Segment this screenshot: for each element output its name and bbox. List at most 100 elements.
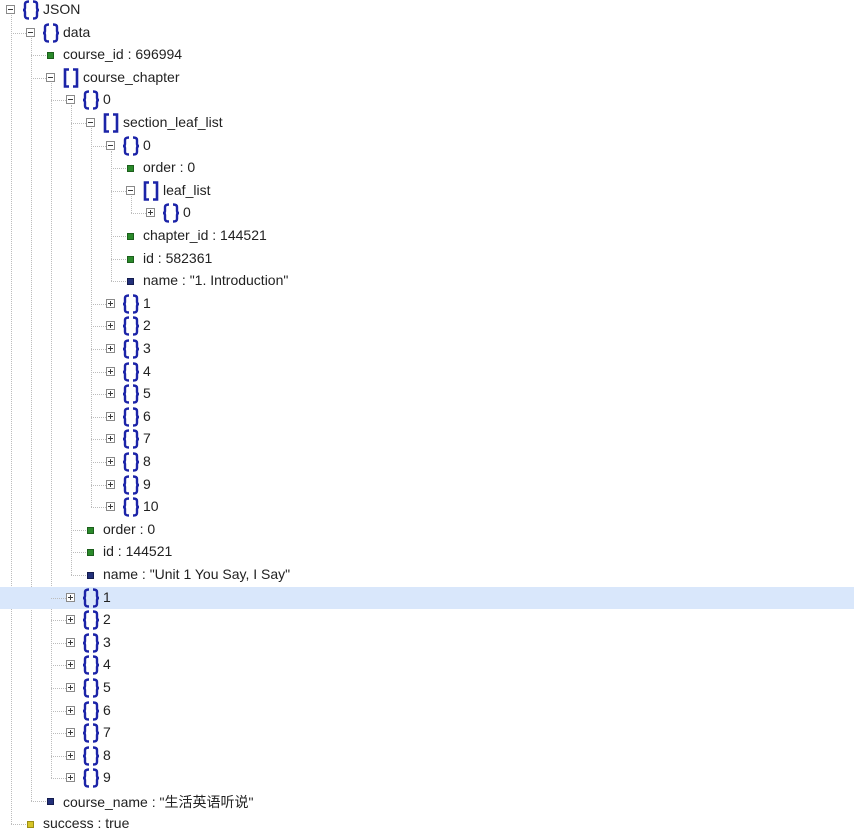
collapse-toggle-icon[interactable] bbox=[46, 72, 55, 82]
tree-node-label[interactable]: 2 bbox=[103, 611, 111, 628]
tree-node-label[interactable]: id : 144521 bbox=[103, 543, 173, 560]
tree-node[interactable]: 6 bbox=[0, 406, 854, 428]
expand-toggle-icon[interactable] bbox=[66, 592, 75, 602]
tree-node-label[interactable]: success : true bbox=[43, 814, 130, 831]
tree-node-label[interactable]: 7 bbox=[143, 430, 151, 447]
tree-node-label[interactable]: 1 bbox=[143, 294, 151, 311]
expand-toggle-icon[interactable] bbox=[146, 208, 155, 218]
tree-node[interactable]: course_chapter bbox=[0, 67, 854, 89]
tree-node-label[interactable]: 0 bbox=[103, 91, 111, 108]
tree-node[interactable]: 9 bbox=[0, 767, 854, 789]
tree-property[interactable]: success : true bbox=[0, 813, 854, 835]
expand-toggle-icon[interactable] bbox=[66, 773, 75, 783]
tree-node[interactable]: 8 bbox=[0, 451, 854, 473]
tree-node[interactable]: 4 bbox=[0, 654, 854, 676]
collapse-toggle-icon[interactable] bbox=[66, 95, 75, 105]
tree-node[interactable]: 1 bbox=[0, 586, 854, 609]
tree-property[interactable]: id : 582361 bbox=[0, 248, 854, 270]
tree-node[interactable]: data bbox=[0, 22, 854, 44]
expand-toggle-icon[interactable] bbox=[106, 389, 115, 399]
tree-property[interactable]: name : "Unit 1 You Say, I Say" bbox=[0, 564, 854, 586]
tree-node-label[interactable]: 0 bbox=[143, 136, 151, 153]
collapse-toggle-icon[interactable] bbox=[6, 5, 15, 14]
tree-node-label[interactable]: JSON bbox=[43, 1, 81, 17]
expand-toggle-icon[interactable] bbox=[66, 705, 75, 715]
tree-node-label[interactable]: 10 bbox=[143, 498, 159, 515]
tree-node[interactable]: 8 bbox=[0, 745, 854, 767]
tree-node-label[interactable]: 9 bbox=[103, 769, 111, 786]
tree-node[interactable]: 0 bbox=[0, 202, 854, 224]
tree-property[interactable]: order : 0 bbox=[0, 157, 854, 179]
tree-property[interactable]: order : 0 bbox=[0, 519, 854, 541]
tree-node-label[interactable]: course_chapter bbox=[83, 68, 180, 85]
expand-toggle-icon[interactable] bbox=[66, 683, 75, 692]
tree-node[interactable]: 1 bbox=[0, 293, 854, 315]
tree-node[interactable]: leaf_list bbox=[0, 180, 854, 202]
tree-node-label[interactable]: 0 bbox=[183, 204, 191, 221]
expand-toggle-icon[interactable] bbox=[106, 411, 115, 421]
expand-toggle-icon[interactable] bbox=[66, 637, 75, 647]
tree-node[interactable]: 0 bbox=[0, 135, 854, 157]
tree-node[interactable]: 9 bbox=[0, 474, 854, 496]
tree-node-label[interactable]: 6 bbox=[103, 701, 111, 718]
tree-node-label[interactable]: course_id : 696994 bbox=[63, 46, 183, 63]
tree-node[interactable]: JSON bbox=[0, 0, 854, 21]
tree-node[interactable]: 7 bbox=[0, 428, 854, 450]
tree-node-label[interactable]: 5 bbox=[103, 679, 111, 695]
tree-node[interactable]: 5 bbox=[0, 383, 854, 405]
tree-node-label[interactable]: 9 bbox=[143, 475, 151, 492]
tree-node[interactable]: 7 bbox=[0, 722, 854, 744]
tree-node[interactable]: 0 bbox=[0, 89, 854, 111]
tree-node[interactable]: 3 bbox=[0, 632, 854, 654]
expand-toggle-icon[interactable] bbox=[106, 366, 115, 376]
tree-node[interactable]: 10 bbox=[0, 496, 854, 518]
expand-toggle-icon[interactable] bbox=[66, 750, 75, 760]
expand-toggle-icon[interactable] bbox=[106, 298, 115, 308]
tree-node-label[interactable]: 1 bbox=[103, 588, 111, 605]
collapse-toggle-icon[interactable] bbox=[126, 185, 135, 195]
collapse-toggle-icon[interactable] bbox=[106, 140, 115, 150]
tree-node-label[interactable]: leaf_list bbox=[163, 181, 211, 198]
tree-node-label[interactable]: 3 bbox=[143, 340, 151, 356]
tree-node[interactable]: section_leaf_list bbox=[0, 112, 854, 134]
tree-node[interactable]: 2 bbox=[0, 609, 854, 631]
collapse-toggle-icon[interactable] bbox=[26, 27, 35, 37]
expand-toggle-icon[interactable] bbox=[106, 344, 115, 353]
tree-node-label[interactable]: data bbox=[63, 23, 91, 40]
tree-node-label[interactable]: 4 bbox=[103, 656, 111, 673]
tree-node[interactable]: 6 bbox=[0, 700, 854, 722]
tree-node-label[interactable]: order : 0 bbox=[103, 520, 156, 537]
tree-property[interactable]: course_name : "生活英语听说" bbox=[0, 790, 854, 812]
tree-node-label[interactable]: section_leaf_list bbox=[123, 114, 223, 130]
tree-property[interactable]: name : "1. Introduction" bbox=[0, 270, 854, 292]
tree-node-label[interactable]: course_name : "生活英语听说" bbox=[63, 794, 254, 810]
tree-node[interactable]: 3 bbox=[0, 338, 854, 360]
tree-node-label[interactable]: 8 bbox=[143, 453, 151, 469]
expand-toggle-icon[interactable] bbox=[66, 660, 75, 670]
tree-node-label[interactable]: 6 bbox=[143, 407, 151, 424]
tree-node-label[interactable]: 2 bbox=[143, 317, 151, 334]
expand-toggle-icon[interactable] bbox=[106, 434, 115, 444]
expand-toggle-icon[interactable] bbox=[66, 728, 75, 738]
tree-node[interactable]: 5 bbox=[0, 677, 854, 699]
tree-node[interactable]: 4 bbox=[0, 361, 854, 383]
tree-node-label[interactable]: name : "Unit 1 You Say, I Say" bbox=[103, 566, 291, 582]
tree-node-label[interactable]: name : "1. Introduction" bbox=[143, 272, 289, 289]
tree-node-label[interactable]: 3 bbox=[103, 633, 111, 650]
tree-property[interactable]: chapter_id : 144521 bbox=[0, 225, 854, 247]
expand-toggle-icon[interactable] bbox=[106, 321, 115, 331]
tree-node-label[interactable]: id : 582361 bbox=[143, 249, 213, 266]
tree-node[interactable]: 2 bbox=[0, 315, 854, 337]
tree-property[interactable]: course_id : 696994 bbox=[0, 44, 854, 66]
tree-node-label[interactable]: 8 bbox=[103, 746, 111, 763]
tree-node-label[interactable]: 5 bbox=[143, 385, 151, 402]
tree-node-label[interactable]: 7 bbox=[103, 724, 111, 741]
expand-toggle-icon[interactable] bbox=[106, 502, 115, 512]
tree-node-label[interactable]: 4 bbox=[143, 362, 151, 379]
tree-node-label[interactable]: chapter_id : 144521 bbox=[143, 227, 267, 243]
expand-toggle-icon[interactable] bbox=[106, 457, 115, 466]
tree-node-label[interactable]: order : 0 bbox=[143, 159, 196, 176]
tree-property[interactable]: id : 144521 bbox=[0, 541, 854, 563]
expand-toggle-icon[interactable] bbox=[66, 615, 75, 625]
expand-toggle-icon[interactable] bbox=[106, 479, 115, 489]
